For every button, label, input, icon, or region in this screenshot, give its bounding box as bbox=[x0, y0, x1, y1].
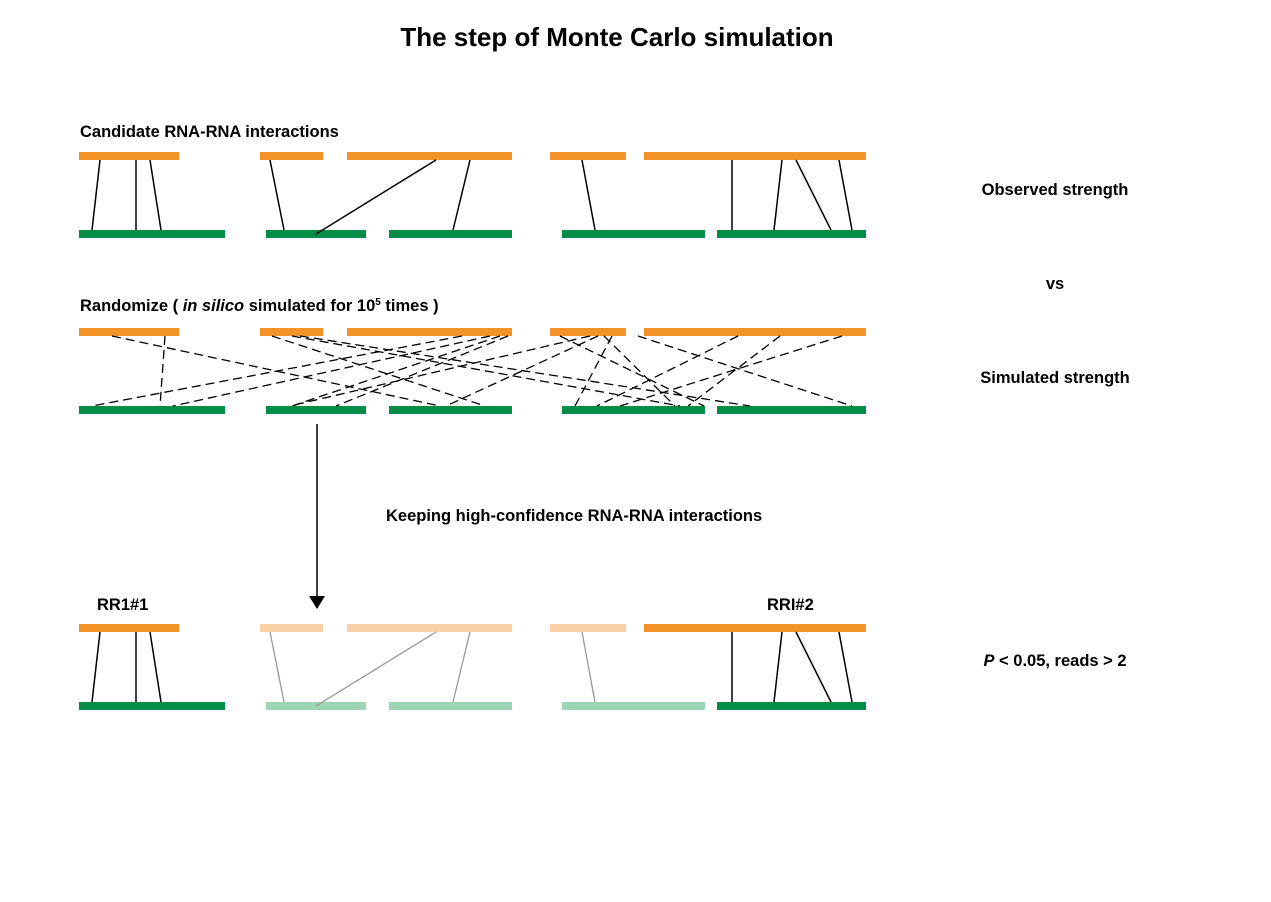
random-link bbox=[574, 335, 613, 407]
randomize-lower-rnas bbox=[79, 406, 866, 414]
upper-rna-segment-faded bbox=[260, 624, 323, 632]
randomize-panel bbox=[79, 328, 866, 414]
lower-rna-segment bbox=[79, 230, 225, 238]
interaction-link bbox=[91, 159, 101, 231]
faded-link bbox=[269, 631, 285, 703]
upper-rna-segment bbox=[260, 152, 323, 160]
candidate-label: Candidate RNA-RNA interactions bbox=[80, 123, 339, 141]
interaction-link bbox=[315, 159, 437, 235]
randomize-label-exponent: 5 bbox=[375, 297, 381, 308]
random-link bbox=[619, 335, 843, 407]
upper-rna-segment bbox=[260, 328, 323, 336]
upper-rna-segment bbox=[644, 624, 866, 632]
lower-rna-segment-faded bbox=[389, 702, 512, 710]
random-link bbox=[271, 335, 486, 407]
lower-rna-segment bbox=[266, 406, 366, 414]
upper-rna-segment bbox=[347, 328, 512, 336]
page-title: The step of Monte Carlo simulation bbox=[400, 22, 834, 52]
simulated-strength-label: Simulated strength bbox=[980, 369, 1130, 387]
interaction-link bbox=[91, 631, 101, 703]
upper-rna-segment bbox=[79, 328, 179, 336]
interaction-link bbox=[795, 159, 832, 231]
upper-rna-segment-faded bbox=[550, 624, 626, 632]
lower-rna-segment bbox=[79, 406, 225, 414]
lower-rna-segment bbox=[562, 230, 705, 238]
candidate-lower-rnas bbox=[79, 230, 866, 238]
lower-rna-segment bbox=[389, 230, 512, 238]
interaction-link bbox=[795, 631, 832, 703]
faded-link bbox=[581, 631, 596, 703]
threshold-label-rest: < 0.05, reads > 2 bbox=[999, 652, 1127, 670]
candidate-interaction-links bbox=[91, 159, 853, 235]
interaction-link bbox=[149, 159, 162, 231]
discarded-interaction-links bbox=[269, 631, 596, 707]
randomize-label-italic: in silico bbox=[182, 297, 245, 315]
random-link bbox=[603, 335, 676, 407]
interaction-link bbox=[269, 159, 285, 231]
middle-label: Keeping high-confidence RNA-RNA interact… bbox=[386, 507, 763, 525]
lower-rna-segment bbox=[717, 230, 866, 238]
random-link bbox=[637, 335, 853, 407]
random-link bbox=[91, 335, 463, 407]
randomize-label-prefix: Randomize ( bbox=[80, 297, 179, 315]
lower-rna-segment bbox=[389, 406, 512, 414]
randomize-upper-rnas bbox=[79, 328, 866, 336]
upper-rna-segment bbox=[644, 328, 866, 336]
vs-label: vs bbox=[1045, 275, 1065, 293]
lower-rna-segment bbox=[562, 406, 705, 414]
upper-rna-segment bbox=[644, 152, 866, 160]
arrow-head bbox=[309, 596, 325, 609]
randomize-label: Randomize ( in silico simulated for 105 … bbox=[80, 297, 439, 316]
observed-strength-label: Observed strength bbox=[981, 181, 1129, 199]
randomize-label-mid: simulated for 10 bbox=[248, 297, 376, 315]
filter-arrow bbox=[309, 424, 325, 609]
upper-rna-segment bbox=[79, 624, 179, 632]
random-link bbox=[335, 335, 509, 407]
random-link bbox=[289, 335, 591, 407]
faded-link bbox=[452, 631, 471, 703]
filtered-upper-rnas bbox=[79, 624, 866, 632]
random-link bbox=[299, 335, 751, 407]
randomized-interaction-links bbox=[91, 335, 853, 407]
upper-rna-segment bbox=[79, 152, 179, 160]
random-link bbox=[159, 335, 166, 407]
candidate-upper-rnas bbox=[79, 152, 866, 160]
threshold-label-p: P bbox=[983, 652, 995, 670]
upper-rna-segment bbox=[550, 152, 626, 160]
random-link bbox=[687, 335, 781, 407]
interaction-link bbox=[838, 159, 853, 231]
faded-link bbox=[315, 631, 437, 707]
group-label-right: RRI#2 bbox=[767, 596, 814, 614]
lower-rna-segment bbox=[717, 406, 866, 414]
random-link bbox=[291, 335, 681, 407]
candidate-panel bbox=[79, 152, 866, 238]
group-label-left: RR1#1 bbox=[97, 596, 149, 614]
upper-rna-segment bbox=[347, 152, 512, 160]
filtered-panel bbox=[79, 624, 866, 710]
threshold-label: P < 0.05, reads > 2 bbox=[935, 652, 1175, 671]
randomize-label-suffix: times ) bbox=[385, 297, 439, 315]
random-link bbox=[596, 335, 739, 407]
lower-rna-segment bbox=[79, 702, 225, 710]
random-link bbox=[291, 335, 501, 407]
random-link bbox=[172, 335, 491, 407]
filtered-lower-rnas bbox=[79, 702, 866, 710]
interaction-link bbox=[452, 159, 471, 231]
random-link bbox=[559, 335, 705, 407]
interaction-link bbox=[773, 159, 783, 231]
interaction-link bbox=[838, 631, 853, 703]
kept-interaction-links bbox=[91, 631, 853, 703]
lower-rna-segment bbox=[717, 702, 866, 710]
upper-rna-segment-faded bbox=[347, 624, 512, 632]
interaction-link bbox=[149, 631, 162, 703]
upper-rna-segment bbox=[550, 328, 626, 336]
interaction-link bbox=[773, 631, 783, 703]
lower-rna-segment-faded bbox=[562, 702, 705, 710]
interaction-link bbox=[581, 159, 596, 231]
